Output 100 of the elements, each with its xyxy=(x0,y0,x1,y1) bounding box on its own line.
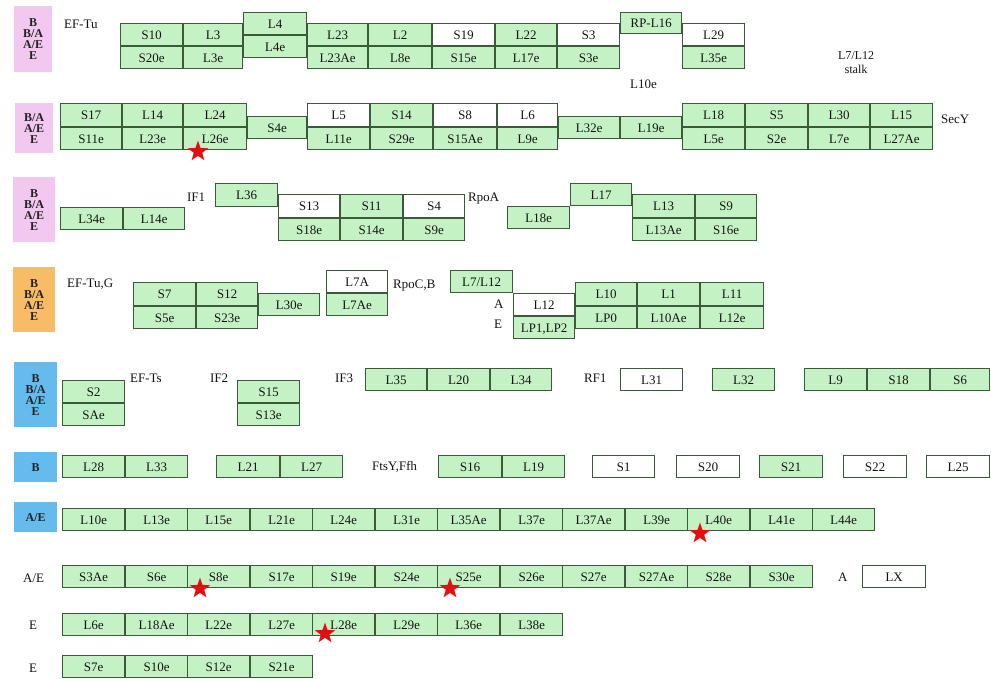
protein-box: L30e xyxy=(258,293,320,316)
protein-box: S6e xyxy=(125,565,188,588)
protein-box: L5e xyxy=(682,127,745,150)
protein-box: L21 xyxy=(216,455,280,478)
protein-box: L38e xyxy=(500,613,563,636)
protein-box: L13e xyxy=(125,508,188,531)
protein-box: L18 xyxy=(682,103,745,127)
protein-box: L34 xyxy=(490,368,552,391)
site-tag: B B/A A/E E xyxy=(13,177,55,242)
protein-box: S19 xyxy=(432,23,495,46)
protein-box: L12e xyxy=(700,306,764,329)
protein-box: L29e xyxy=(375,613,438,636)
protein-box: L14 xyxy=(122,103,183,127)
site-tag: B B/A A/E E xyxy=(14,6,52,72)
protein-box: LX xyxy=(862,565,926,588)
protein-box: L36 xyxy=(215,183,278,207)
protein-box: S20e xyxy=(120,46,183,69)
protein-box: S20 xyxy=(676,455,740,478)
protein-box: L2 xyxy=(368,23,432,46)
annotation-label: A xyxy=(494,296,504,312)
protein-box: L10Ae xyxy=(637,306,700,329)
protein-box: L21e xyxy=(250,508,313,531)
annotation-label: IF3 xyxy=(335,370,354,386)
protein-box: S8 xyxy=(433,103,497,127)
protein-box: L7e xyxy=(808,127,870,150)
protein-box: L31 xyxy=(620,368,683,391)
protein-box: L28e xyxy=(312,613,375,636)
protein-box: L23Ae xyxy=(307,46,368,69)
protein-box: S17 xyxy=(60,103,122,127)
protein-box: LP0 xyxy=(575,306,637,329)
protein-box: L40e xyxy=(687,508,750,531)
site-tag: A/E xyxy=(14,502,57,532)
annotation-label: RpoA xyxy=(468,189,500,205)
protein-box: L18e xyxy=(507,206,570,229)
protein-box: L27 xyxy=(280,455,343,478)
annotation-label: E xyxy=(29,617,37,633)
protein-box: L36e xyxy=(437,613,500,636)
protein-box: S27Ae xyxy=(625,565,688,588)
annotation-label: EF-Tu xyxy=(64,16,98,32)
protein-box: S15e xyxy=(432,46,495,69)
protein-box: S25e xyxy=(437,565,500,588)
protein-box: L33 xyxy=(125,455,188,478)
annotation-label: FtsY,Ffh xyxy=(372,458,417,474)
protein-box: L5 xyxy=(307,103,370,127)
protein-box: L19e xyxy=(620,116,682,139)
protein-box: S13e xyxy=(237,403,300,426)
protein-box: L1 xyxy=(637,282,700,306)
protein-box: S17e xyxy=(250,565,313,588)
protein-box: L8e xyxy=(368,46,432,69)
protein-box: S12 xyxy=(196,282,258,306)
protein-box: L37Ae xyxy=(562,508,625,531)
protein-box: S18 xyxy=(867,368,930,391)
protein-box: S15Ae xyxy=(433,127,497,150)
protein-box: L13 xyxy=(632,194,695,218)
protein-box: L17 xyxy=(570,183,632,206)
protein-box: L23 xyxy=(307,23,368,46)
protein-box: S2 xyxy=(62,380,125,403)
annotation-label: A/E xyxy=(23,570,44,586)
protein-box: L41e xyxy=(750,508,813,531)
annotation-label: RpoC,B xyxy=(393,276,436,292)
site-tag: B B/A A/E E xyxy=(13,267,55,332)
protein-box: L14e xyxy=(123,207,185,230)
protein-box: L9 xyxy=(804,368,867,391)
protein-box: S7e xyxy=(62,655,125,678)
protein-box: L35Ae xyxy=(437,508,500,531)
protein-box: L17e xyxy=(495,46,557,69)
protein-box: S12e xyxy=(187,655,250,678)
protein-box: L28 xyxy=(62,455,125,478)
protein-box: L22 xyxy=(495,23,557,46)
protein-box: L32e xyxy=(558,116,620,139)
annotation-label: IF1 xyxy=(187,189,206,205)
protein-box: L32 xyxy=(712,368,775,391)
protein-box: L24e xyxy=(312,508,375,531)
protein-box: L12 xyxy=(513,293,575,316)
annotation-label: IF2 xyxy=(210,370,228,386)
protein-box: L39e xyxy=(625,508,688,531)
protein-box: L10e xyxy=(62,508,125,531)
protein-box: L27Ae xyxy=(870,127,933,150)
protein-box: S19e xyxy=(312,565,375,588)
annotation-label: SecY xyxy=(941,111,970,127)
protein-box: L4e xyxy=(243,35,307,58)
protein-box: S11e xyxy=(60,127,122,150)
protein-box: L11 xyxy=(700,282,764,306)
site-tag: B/A A/E E xyxy=(15,103,53,153)
site-tag: B B/A A/E E xyxy=(14,362,57,427)
protein-box: S13 xyxy=(278,194,340,218)
protein-box: S14e xyxy=(340,218,403,241)
protein-box: S27e xyxy=(562,565,625,588)
protein-box: L35 xyxy=(365,368,427,391)
protein-box: L18Ae xyxy=(125,613,188,636)
protein-box: L35e xyxy=(682,46,745,69)
annotation-label: E xyxy=(494,316,502,332)
protein-box: S5e xyxy=(133,306,196,329)
protein-box: L24 xyxy=(183,103,247,127)
protein-box: L27e xyxy=(250,613,313,636)
protein-box: S29e xyxy=(370,127,433,150)
protein-box: S10 xyxy=(120,23,183,46)
protein-box: L20 xyxy=(427,368,490,391)
annotation-label: L10e xyxy=(630,76,657,92)
protein-box: L6 xyxy=(497,103,558,127)
